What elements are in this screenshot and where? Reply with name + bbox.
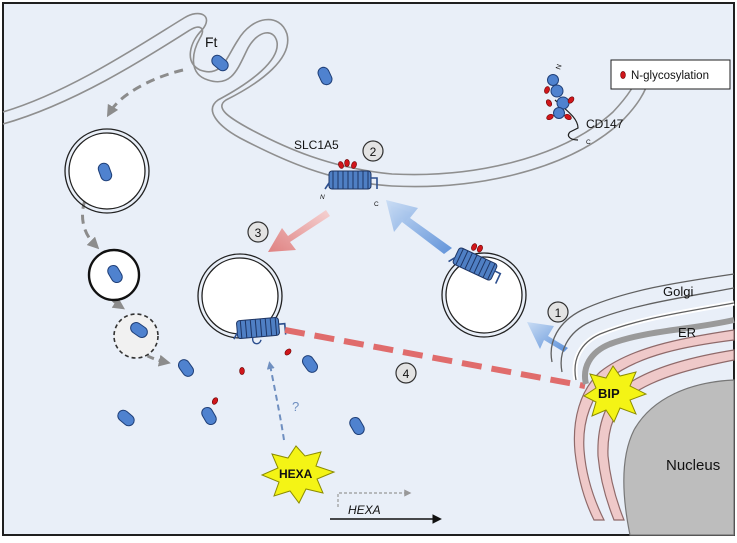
legend: N-glycosylation — [610, 59, 731, 90]
transport-vesicle — [441, 242, 527, 338]
bip-star: BIP — [583, 365, 648, 424]
hexa-star: HEXA — [260, 445, 336, 504]
glycan-legend-symbol — [620, 71, 626, 79]
step-3: 3 — [247, 221, 269, 243]
bip-label: BIP — [598, 386, 620, 401]
question-mark: ? — [292, 399, 299, 414]
legend-label: N-glycosylation — [631, 70, 709, 82]
step-4: 4 — [395, 362, 417, 384]
hexa-gene-label: HEXA — [348, 503, 381, 517]
step-2: 2 — [362, 140, 384, 162]
nucleus-label: Nucleus — [666, 457, 720, 474]
golgi-label: Golgi — [663, 284, 693, 299]
hexa-star-label: HEXA — [279, 467, 313, 481]
step-3-label: 3 — [255, 226, 262, 240]
exocytosis-arrow — [386, 200, 452, 255]
step-2-label: 2 — [370, 145, 377, 159]
cd147-glycoprotein — [543, 74, 579, 141]
lysosome — [113, 313, 159, 359]
slc1a5-label: SLC1A5 — [294, 138, 339, 152]
hexa-question-arrow — [266, 361, 285, 441]
ft-label: Ft — [205, 34, 218, 50]
cd147-n-label: N — [555, 64, 563, 71]
cd147-label: CD147 — [586, 117, 624, 131]
n-terminus-label: N — [320, 194, 325, 201]
step-1: 1 — [547, 301, 569, 323]
plasma-membrane — [2, 12, 651, 188]
er-label: ER — [678, 325, 696, 340]
endocytosis-arrow — [268, 210, 330, 252]
step-4-label: 4 — [403, 367, 410, 381]
step-1-label: 1 — [555, 306, 562, 320]
bip-signal-line — [284, 327, 586, 389]
cd147-c-label: C — [586, 139, 591, 146]
c-terminus-label: C — [374, 201, 379, 208]
internalized-vesicle — [197, 253, 287, 345]
golgi-export-arrow — [527, 322, 568, 352]
hexa-gene: HEXA — [330, 489, 442, 524]
